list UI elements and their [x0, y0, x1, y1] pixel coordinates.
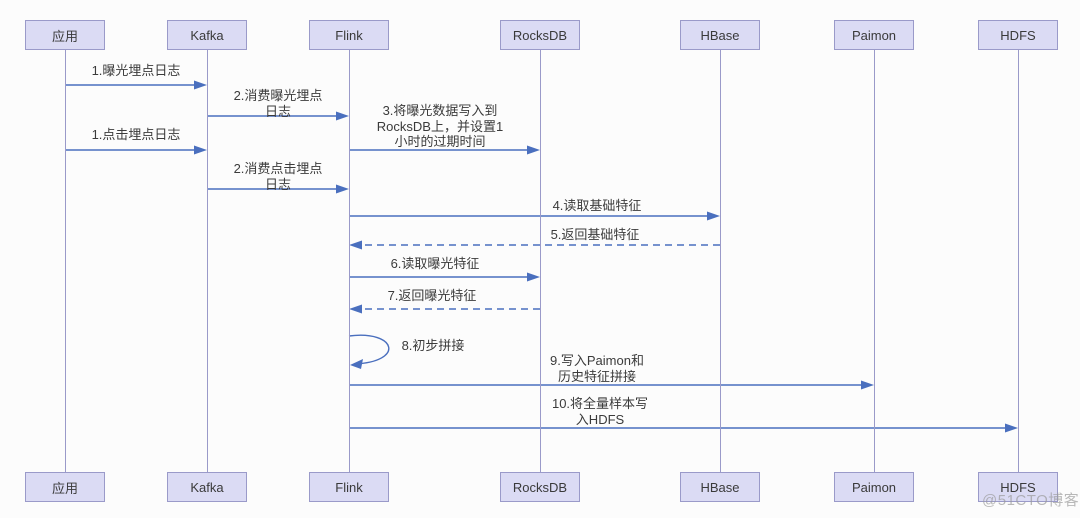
- message-arrowhead-1: [194, 80, 207, 90]
- lifeline-HBase: [720, 50, 721, 472]
- participant-label: 应用: [51, 28, 78, 44]
- lifeline-RocksDB: [540, 50, 541, 472]
- lifeline-Flink: [349, 50, 350, 472]
- participant-label: RocksDB: [512, 479, 568, 495]
- message-arrowhead-6: [527, 272, 540, 282]
- self-loop-arrow: [348, 334, 390, 365]
- watermark: @51CTO博客: [982, 492, 1080, 509]
- message-label-line: 小时的过期时间: [394, 134, 486, 149]
- lifeline-应用: [65, 50, 66, 472]
- participant-label: Flink: [335, 479, 363, 495]
- message-label-line: 日志: [264, 103, 291, 119]
- message-label-line: RocksDB上，并设置1: [376, 118, 504, 134]
- lifeline-Paimon: [874, 50, 875, 472]
- message-arrowhead-2: [336, 111, 349, 121]
- participant-label: Paimon: [851, 479, 897, 495]
- message-label-2: 2.消费曝光埋点日志: [234, 88, 323, 119]
- participant-top-box-RocksDB: RocksDB: [500, 20, 580, 50]
- participant-label: HDFS: [1000, 27, 1036, 43]
- participant-top-box-Paimon: Paimon: [834, 20, 914, 50]
- message-label-6: 6.读取曝光特征: [391, 256, 480, 272]
- message-label-2: 2.消费点击埋点日志: [234, 161, 323, 192]
- participant-bottom-box-HDFS: HDFS: [978, 472, 1058, 502]
- message-label-9: 9.写入Paimon和历史特征拼接: [550, 353, 644, 384]
- message-label-line: 2.消费曝光埋点: [233, 88, 323, 103]
- message-label-1: 1.曝光埋点日志: [92, 63, 181, 79]
- message-arrowhead-10: [1005, 423, 1018, 433]
- lifeline-Kafka: [207, 50, 208, 472]
- participant-bottom-box-HBase: HBase: [680, 472, 760, 502]
- participant-label: HBase: [700, 27, 740, 43]
- self-loop-arrowhead: [350, 359, 363, 369]
- participant-top-box-应用: 应用: [25, 20, 105, 50]
- message-label-line: 日志: [264, 176, 291, 192]
- message-label-10: 10.将全量样本写入HDFS: [552, 396, 648, 427]
- participant-bottom-box-Paimon: Paimon: [834, 472, 914, 502]
- message-label-line: 4.读取基础特征: [552, 198, 642, 213]
- message-label-line: 3.将曝光数据写入到: [382, 103, 498, 118]
- participant-label: Kafka: [190, 479, 224, 495]
- message-label-line: 1.点击埋点日志: [91, 127, 181, 142]
- message-arrowhead-4: [707, 211, 720, 221]
- participant-label: Paimon: [851, 27, 897, 43]
- participant-label: Kafka: [190, 27, 224, 43]
- message-label-line: 5.返回基础特征: [550, 227, 640, 242]
- participant-bottom-box-Flink: Flink: [309, 472, 389, 502]
- message-label-line: 入HDFS: [575, 411, 625, 427]
- message-arrowhead-9: [861, 380, 874, 390]
- message-label-line: 2.消费点击埋点: [233, 161, 323, 176]
- message-label-8: 8.初步拼接: [402, 338, 465, 354]
- participant-label: Flink: [335, 27, 363, 43]
- message-arrowhead-1: [194, 145, 207, 155]
- message-label-line: 8.初步拼接: [401, 338, 465, 353]
- participant-bottom-box-应用: 应用: [25, 472, 105, 502]
- message-label-line: 1.曝光埋点日志: [91, 63, 181, 78]
- participant-bottom-box-RocksDB: RocksDB: [500, 472, 580, 502]
- participant-top-box-Kafka: Kafka: [167, 20, 247, 50]
- participant-label: HBase: [700, 479, 740, 495]
- participant-label: RocksDB: [512, 27, 568, 43]
- message-label-5: 5.返回基础特征: [551, 227, 640, 243]
- participant-label: HDFS: [1000, 479, 1036, 495]
- message-arrowhead-2: [336, 184, 349, 194]
- message-label-line: 历史特征拼接: [557, 368, 637, 384]
- message-arrowhead-5: [349, 240, 362, 250]
- message-label-line: 7.返回曝光特征: [387, 288, 477, 303]
- lifeline-HDFS: [1018, 50, 1019, 472]
- message-arrowhead-3: [527, 145, 540, 155]
- participant-top-box-Flink: Flink: [309, 20, 389, 50]
- participant-label: 应用: [51, 480, 78, 496]
- participant-top-box-HDFS: HDFS: [978, 20, 1058, 50]
- participant-top-box-HBase: HBase: [680, 20, 760, 50]
- message-arrowhead-7: [349, 304, 362, 314]
- message-label-1: 1.点击埋点日志: [92, 127, 181, 143]
- participant-bottom-box-Kafka: Kafka: [167, 472, 247, 502]
- message-label-7: 7.返回曝光特征: [388, 288, 477, 304]
- message-label-line: 10.将全量样本写: [551, 396, 649, 411]
- message-label-line: 6.读取曝光特征: [390, 256, 480, 271]
- message-label-4: 4.读取基础特征: [553, 198, 642, 214]
- message-label-line: 9.写入Paimon和: [550, 353, 644, 368]
